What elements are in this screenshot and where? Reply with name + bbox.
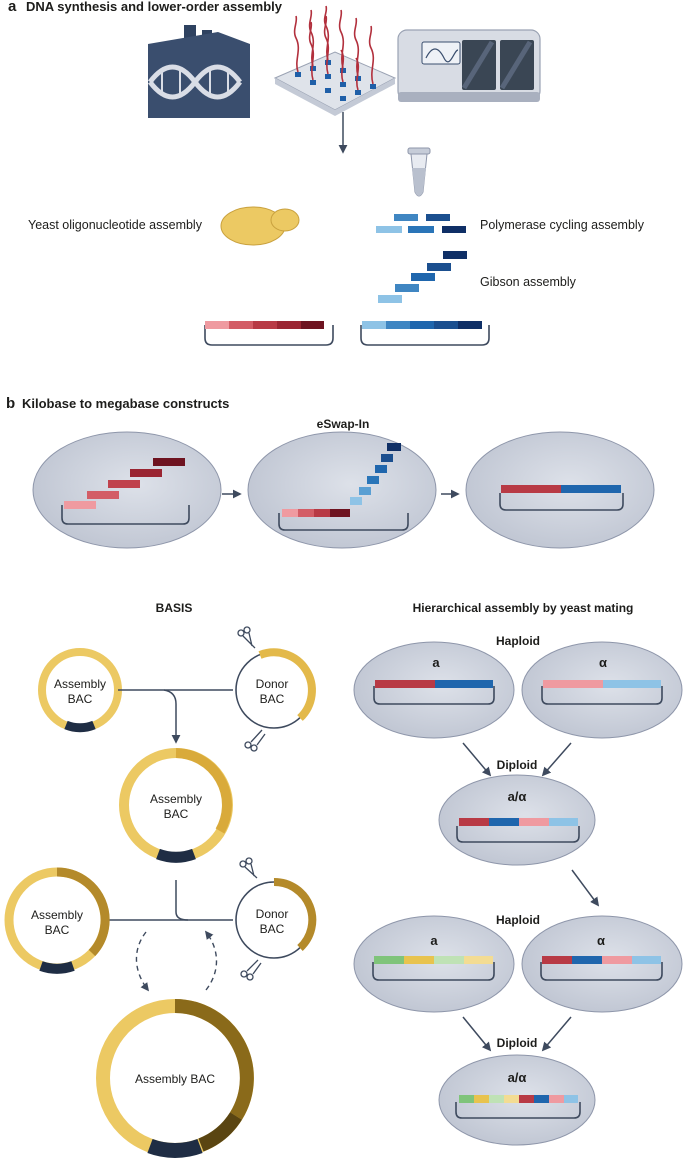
assembly-bac-4: Assembly BAC [96,999,254,1158]
yeast-cell-icon [220,206,300,246]
donor-bac-2-line2: BAC [260,922,285,936]
cycle-arrow-right [204,930,218,991]
mating-arrow-3 [571,869,600,907]
donor-bac-1-line1: Donor [256,677,289,691]
eswap-cell-2 [247,431,437,549]
tube-icon [407,147,431,197]
mating-type-alpha-2: α [597,933,605,948]
donor-bac-1: Donor BAC [235,648,316,729]
mating-arrow-5 [541,1016,572,1052]
mating-type-a-2: a [430,933,438,948]
cycle-arrow-left [135,931,150,992]
scissors-icon [237,626,256,649]
mating-type-alpha-1: α [599,655,607,670]
synthesizer-icon [397,29,541,102]
gibson-fragments [378,251,467,303]
assembly-bac-4-label: Assembly BAC [135,1072,215,1086]
scissors-icon [239,857,258,879]
mating-type-a-alpha-1: a/α [508,789,527,804]
assembly-bac-2-line1: Assembly [150,792,202,806]
gibson-label: Gibson assembly [480,275,577,289]
assembly-bac-3-line1: Assembly [31,908,83,922]
basis-merge-arrow-1 [163,689,181,744]
haploid-cell-a-2: a [353,915,515,1013]
assembly-bac-3: Assembly BAC [4,867,110,974]
oligo-chip-icon [273,5,397,116]
diploid-label-1: Diploid [497,758,538,772]
panel-a-title: DNA synthesis and lower-order assembly [26,0,283,14]
pca-fragments [376,214,466,233]
basis-merge-curve [175,911,189,921]
panel-b-letter: b [6,395,15,412]
eswap-title: eSwap-In [317,417,370,431]
donor-bac-2: Donor BAC [235,877,317,959]
panel-b-title: Kilobase to megabase constructs [22,396,229,411]
factory-icon [148,25,250,118]
haploid-cell-alpha-2: α [521,915,683,1013]
haploid-label-2: Haploid [496,913,540,927]
eswap-cell-1 [32,431,222,549]
eswap-cell-3 [465,431,655,549]
mating-type-a-alpha-2: a/α [508,1070,527,1085]
donor-bac-2-line1: Donor [256,907,289,921]
haploid-cell-alpha-1: α [521,641,683,739]
assembly-bac-1: Assembly BAC [38,648,122,733]
basis-title: BASIS [156,601,193,615]
haploid-cell-a-1: a [353,641,515,739]
scissors-icon [244,729,266,752]
hier-title: Hierarchical assembly by yeast mating [413,601,634,615]
diploid-cell-1: a/α [438,774,596,866]
assembly-bac-1-line2: BAC [68,692,93,706]
assembly-bac-3-line2: BAC [45,923,70,937]
diploid-label-2: Diploid [497,1036,538,1050]
haploid-label-1: Haploid [496,634,540,648]
yeast-oligo-label: Yeast oligonucleotide assembly [28,218,203,232]
pca-label: Polymerase cycling assembly [480,218,645,232]
assembled-blue-plasmid [360,321,490,346]
assembled-red-plasmid [204,321,334,346]
assembly-bac-1-line1: Assembly [54,677,106,691]
panel-a-letter: a [8,0,17,15]
mating-arrow-1 [462,742,492,777]
mating-arrow-2 [541,742,572,777]
assembly-bac-2: Assembly BAC [119,748,233,863]
mating-type-a-1: a [432,655,440,670]
donor-bac-1-line2: BAC [260,692,285,706]
diploid-cell-2: a/α [438,1054,596,1146]
assembly-bac-2-line2: BAC [164,807,189,821]
scissors-icon [240,959,262,981]
mating-arrow-4 [462,1016,492,1052]
